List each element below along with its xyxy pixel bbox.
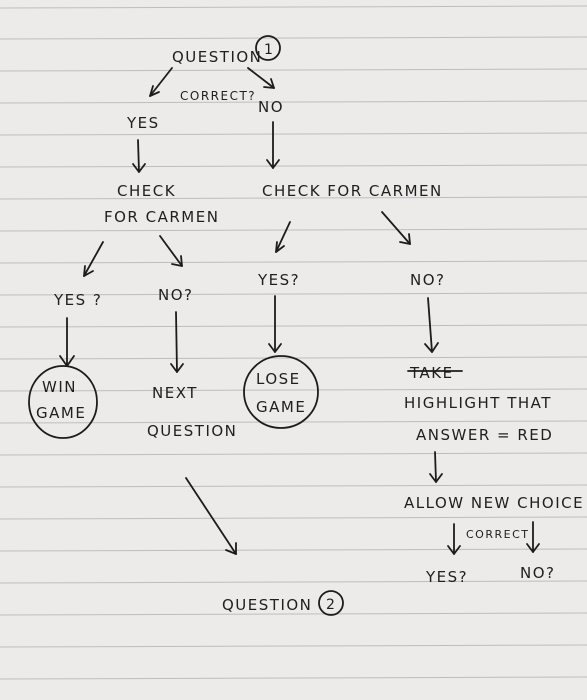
branch-yes: YES [126,114,160,132]
edge-to-allow [434,451,437,483]
question-2-label: QUESTION [222,596,312,614]
question-1-label: QUESTION [172,48,262,66]
edge-yes-check [137,139,140,173]
arrowhead [149,85,160,97]
next-line2: QUESTION [147,422,237,440]
arrowhead [225,542,237,555]
lose-game-node [243,355,319,429]
arrowhead [424,342,439,353]
highlight-line1: HIGHLIGHT THAT [404,394,552,412]
arrowhead [526,543,540,553]
struck-word: TAKE [409,364,454,382]
check-left-line1: CHECK [117,182,176,200]
lose-line2: GAME [256,398,306,416]
left-yes: YES ? [53,291,102,309]
arrowhead [447,545,461,555]
next-line1: NEXT [152,384,198,402]
arrowhead [268,343,282,353]
branch-no: NO [258,98,284,116]
check-right: CHECK FOR CARMEN [262,182,443,200]
final-no: NO? [520,564,556,582]
win-game-node [28,365,98,439]
edge-to-highlight [427,297,433,353]
edge-ll-yes [83,241,104,277]
edge-top-yes [149,67,173,97]
question-2-badge-circle [318,590,344,616]
question-2-badge: 2 [326,597,336,613]
arrowhead [266,159,280,169]
edge-rl-no [381,211,411,245]
notebook-rules [0,5,587,680]
highlight-line2: ANSWER = RED [416,426,553,444]
question-1-badge: 1 [264,42,274,58]
arrowhead [171,255,183,267]
right-no: NO? [410,271,446,289]
edge-label-correct: CORRECT? [180,89,256,103]
win-line1: WIN [42,378,77,396]
arrowhead [132,163,146,173]
edge-to-question-2 [185,477,237,555]
edge-top-no [247,67,275,89]
edge-label-correct-2: CORRECT [466,528,529,541]
left-no: NO? [158,286,194,304]
right-yes: YES? [257,271,300,289]
arrowhead [263,78,275,89]
edge-ll-no [159,235,183,267]
allow-new-choice: ALLOW NEW CHOICE [404,494,584,512]
final-yes: YES? [425,568,468,586]
arrowhead [170,363,184,373]
edge-rl-yes [275,221,291,253]
check-left-line2: FOR CARMEN [104,208,219,226]
arrowhead [429,473,443,483]
arrowhead [83,265,94,277]
win-line2: GAME [36,404,86,422]
lose-line1: LOSE [256,370,301,388]
arrowhead [399,233,411,245]
edge-to-next [175,311,178,373]
question-1-badge-circle [255,35,281,61]
arrowhead [59,355,75,367]
arrowhead [275,241,285,253]
